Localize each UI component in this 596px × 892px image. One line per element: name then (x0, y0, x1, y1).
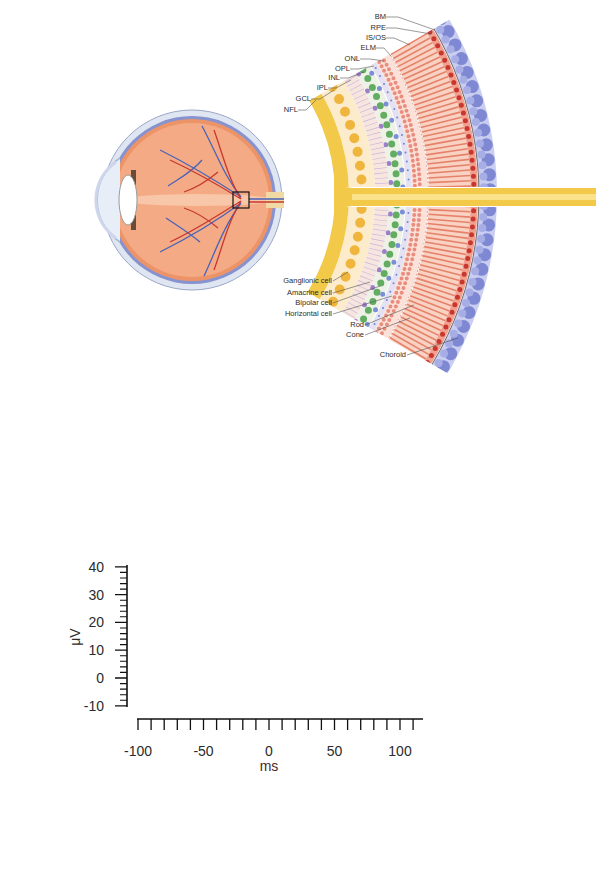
cornea-edge (96, 162, 116, 238)
zoom-box (233, 192, 249, 208)
choroid-vessels (0, 0, 484, 529)
artery (170, 130, 284, 270)
highlight-band (122, 194, 274, 206)
layer-label: IS/OS (366, 34, 386, 42)
cell-label: Rod (350, 321, 364, 329)
bruch-membrane (0, 0, 479, 524)
tick-label: -50 (193, 744, 213, 758)
blood-vessels (160, 126, 284, 276)
axis-title: ms (260, 759, 279, 773)
nerve-core (352, 194, 596, 200)
tick-label: -10 (84, 699, 104, 713)
ganglion-cells (0, 0, 362, 407)
choroid-vessels (0, 0, 490, 535)
sclera (102, 110, 282, 290)
lens (119, 175, 137, 225)
amacrine-cells (0, 0, 391, 436)
layer-label: BM (375, 13, 386, 21)
vein (160, 126, 284, 276)
y-major-ticks (115, 567, 127, 706)
cell-label: Horizontal cell (285, 310, 332, 318)
opl-synapses (0, 0, 409, 454)
rods-cones (0, 0, 450, 495)
tick-label: 10 (88, 643, 104, 657)
rpe-band (0, 0, 474, 519)
gcl-band (0, 0, 362, 407)
onl-band (0, 0, 420, 465)
rpe-cells (0, 0, 474, 519)
nerve-band (334, 176, 596, 218)
ipl-fibres (0, 0, 382, 427)
ipl-band (0, 0, 382, 427)
tick-label: 20 (88, 615, 104, 629)
axis-title: μV (68, 628, 82, 645)
tick-label: 30 (88, 588, 104, 602)
choroid-band (0, 0, 488, 533)
layer-label: RPE (371, 24, 386, 32)
choroid-layer (108, 116, 276, 284)
opl-band (0, 0, 409, 454)
tick-label: 40 (88, 560, 104, 574)
cell-label: Ganglionic cell (283, 277, 332, 285)
onl-nuclei (0, 0, 420, 465)
y-minor-ticks (120, 572, 127, 700)
tick-label: 50 (327, 744, 343, 758)
retina-section (0, 0, 490, 535)
retina-layer (111, 119, 273, 281)
tick-label: 100 (388, 744, 411, 758)
x-ticks (138, 719, 413, 730)
eyeball (96, 110, 284, 290)
cell-label: Bipolar cell (295, 299, 332, 307)
layer-label: GCL (296, 95, 311, 103)
chart-axes (115, 565, 423, 730)
layer-label: INL (328, 74, 340, 82)
tick-label: 0 (96, 671, 104, 685)
layer-label: ELM (361, 44, 376, 52)
layer-label: OPL (335, 65, 350, 73)
optic-nerve (266, 192, 284, 208)
cell-label: Cone (346, 331, 364, 339)
inl-band (0, 0, 397, 442)
layer-label: NFL (284, 106, 298, 114)
layer-label: IPL (317, 84, 328, 92)
elm-line (0, 0, 428, 473)
bipolar-cells (0, 0, 397, 442)
tick-label: 0 (265, 744, 273, 758)
layer-label: ONL (345, 55, 360, 63)
horizontal-cells (0, 0, 403, 448)
photoreceptor-band (0, 0, 450, 495)
y-axis (126, 565, 128, 707)
cell-label: Choroid (380, 351, 406, 359)
cornea (97, 158, 120, 242)
cell-label: Amacrine cell (287, 289, 332, 297)
onl-nuclei (0, 0, 415, 460)
tick-label: -100 (124, 744, 152, 758)
nerve-fibre-layer (0, 3, 342, 387)
optic-nerve-section (334, 176, 596, 218)
x-axis (137, 718, 423, 720)
